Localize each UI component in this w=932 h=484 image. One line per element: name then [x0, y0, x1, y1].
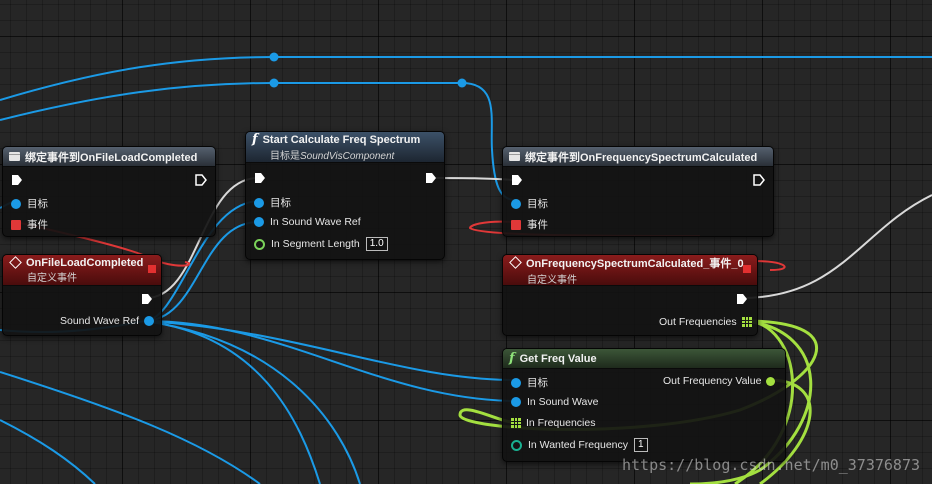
pin-event[interactable]: 事件: [11, 217, 48, 232]
wire-reroute-node[interactable]: [269, 52, 279, 62]
wire-sound-wave-3[interactable]: [143, 320, 517, 381]
node-title: Start Calculate Freq Spectrum: [262, 133, 421, 146]
node-header: OnFileLoadCompleted 自定义事件: [3, 255, 161, 286]
node-subtitle: 自定义事件: [27, 272, 77, 284]
wire-object-top-1[interactable]: [0, 56, 932, 101]
wire-blue-left-1[interactable]: [0, 371, 261, 484]
pin-sound-wave-ref[interactable]: Sound Wave Ref: [60, 315, 154, 327]
node-title: 绑定事件到OnFileLoadCompleted: [25, 151, 198, 164]
pin-in-wanted-frequency[interactable]: In Wanted Frequency 1: [511, 438, 648, 452]
wire-frequency-value[interactable]: [759, 378, 812, 484]
wire-object-top-2[interactable]: [0, 82, 516, 201]
pin-target[interactable]: 目标: [511, 196, 548, 211]
float-pin-icon: [254, 238, 265, 250]
wire-frequencies-2[interactable]: [689, 319, 813, 484]
custom-event-icon: [9, 256, 22, 269]
object-pin-icon: [11, 198, 21, 209]
pin-in-frequencies[interactable]: In Frequencies: [511, 417, 595, 429]
segment-length-input[interactable]: 1.0: [365, 237, 388, 251]
wire-blue-left-2[interactable]: [0, 419, 96, 484]
pin-target[interactable]: 目标: [11, 196, 48, 211]
pin-target[interactable]: 目标: [254, 195, 291, 210]
object-pin-icon: [511, 397, 521, 407]
node-title: OnFileLoadCompleted: [26, 256, 144, 269]
node-subtitle: 自定义事件: [527, 274, 577, 286]
int-pin-icon: [511, 439, 522, 451]
delegate-output-pin[interactable]: [148, 265, 156, 273]
pin-label: In Wanted Frequency: [528, 439, 628, 451]
wire-reroute-node[interactable]: [269, 78, 279, 88]
pin-label: In Sound Wave Ref: [270, 216, 361, 228]
pin-label: In Segment Length: [271, 238, 360, 250]
pin-label: 事件: [527, 219, 548, 231]
pin-label: Sound Wave Ref: [60, 315, 139, 327]
node-get-freq-value[interactable]: f Get Freq Value 目标 Out Frequency Value …: [502, 348, 786, 462]
node-start-calculate-freq-spectrum[interactable]: f Start Calculate Freq Spectrum 目标是Sound…: [245, 131, 445, 260]
exec-in-pin[interactable]: [254, 172, 266, 184]
pin-label: In Frequencies: [526, 417, 596, 429]
node-title: OnFrequencySpectrumCalculated_事件_0: [526, 257, 744, 270]
node-header: f Get Freq Value: [503, 349, 785, 369]
pin-label: 目标: [270, 197, 291, 209]
wire-sound-wave-4[interactable]: [143, 319, 517, 402]
pin-label: 目标: [527, 198, 548, 210]
array-grid-icon: [511, 418, 521, 428]
wanted-frequency-input[interactable]: 1: [634, 438, 648, 452]
node-bind-frequency-spectrum-calculated[interactable]: 绑定事件到OnFrequencySpectrumCalculated 目标 事件: [502, 146, 774, 237]
exec-in-pin[interactable]: [11, 174, 23, 186]
node-on-file-load-completed[interactable]: OnFileLoadCompleted 自定义事件 Sound Wave Ref: [2, 254, 162, 336]
wire-exec-3[interactable]: [740, 194, 932, 299]
node-header: 绑定事件到OnFileLoadCompleted: [3, 147, 215, 167]
pin-in-segment-length[interactable]: In Segment Length 1.0: [254, 237, 388, 251]
pin-label: 事件: [27, 219, 48, 231]
wire-exec-1[interactable]: [145, 177, 259, 299]
pin-in-sound-wave[interactable]: In Sound Wave: [511, 396, 598, 408]
function-icon: f: [509, 351, 515, 366]
pin-out-frequencies[interactable]: Out Frequencies: [659, 316, 752, 328]
pin-target[interactable]: 目标: [511, 375, 548, 390]
pin-label: In Sound Wave: [527, 396, 599, 408]
object-pin-icon: [511, 198, 521, 209]
wire-sound-wave-1[interactable]: [143, 220, 261, 322]
object-pin-icon: [511, 377, 521, 388]
exec-out-pin[interactable]: [736, 293, 748, 305]
event-node-icon: [9, 152, 20, 161]
object-pin-icon: [254, 197, 264, 208]
exec-out-pin[interactable]: [753, 174, 765, 186]
exec-out-pin[interactable]: [425, 172, 437, 184]
object-pin-icon: [144, 316, 154, 326]
wire-sound-wave-6[interactable]: [143, 320, 361, 484]
pin-out-frequency-value[interactable]: Out Frequency Value: [663, 375, 776, 387]
pin-label: 目标: [527, 377, 548, 389]
exec-out-pin[interactable]: [141, 293, 153, 305]
pin-event[interactable]: 事件: [511, 217, 548, 232]
exec-out-pin[interactable]: [195, 174, 207, 186]
node-header: 绑定事件到OnFrequencySpectrumCalculated: [503, 147, 773, 167]
pin-label: Out Frequencies: [659, 316, 737, 328]
node-bind-file-load-completed[interactable]: 绑定事件到OnFileLoadCompleted 目标 事件: [2, 146, 216, 237]
watermark: https://blog.csdn.net/m0_37376873: [621, 456, 920, 474]
node-header: f Start Calculate Freq Spectrum 目标是Sound…: [246, 132, 444, 163]
pin-label: Out Frequency Value: [663, 375, 762, 387]
event-node-icon: [509, 152, 520, 161]
custom-event-icon: [509, 256, 522, 269]
function-icon: f: [252, 132, 258, 147]
pin-label: 目标: [27, 198, 48, 210]
wire-reroute-node[interactable]: [457, 78, 467, 88]
delegate-pin-icon: [511, 219, 521, 230]
exec-in-pin[interactable]: [511, 174, 523, 186]
node-title: 绑定事件到OnFrequencySpectrumCalculated: [525, 151, 758, 164]
delegate-pin-icon: [11, 219, 21, 230]
float-pin-icon: [766, 376, 776, 386]
node-title: Get Freq Value: [519, 352, 597, 365]
node-header: OnFrequencySpectrumCalculated_事件_0 自定义事件: [503, 255, 757, 286]
node-subtitle: 目标是SoundVisComponent: [270, 151, 395, 162]
array-grid-icon: [741, 317, 752, 327]
object-pin-icon: [254, 217, 264, 227]
delegate-output-pin[interactable]: [743, 265, 751, 273]
pin-in-sound-wave-ref[interactable]: In Sound Wave Ref: [254, 216, 361, 228]
node-on-frequency-spectrum-calculated[interactable]: OnFrequencySpectrumCalculated_事件_0 自定义事件…: [502, 254, 758, 336]
